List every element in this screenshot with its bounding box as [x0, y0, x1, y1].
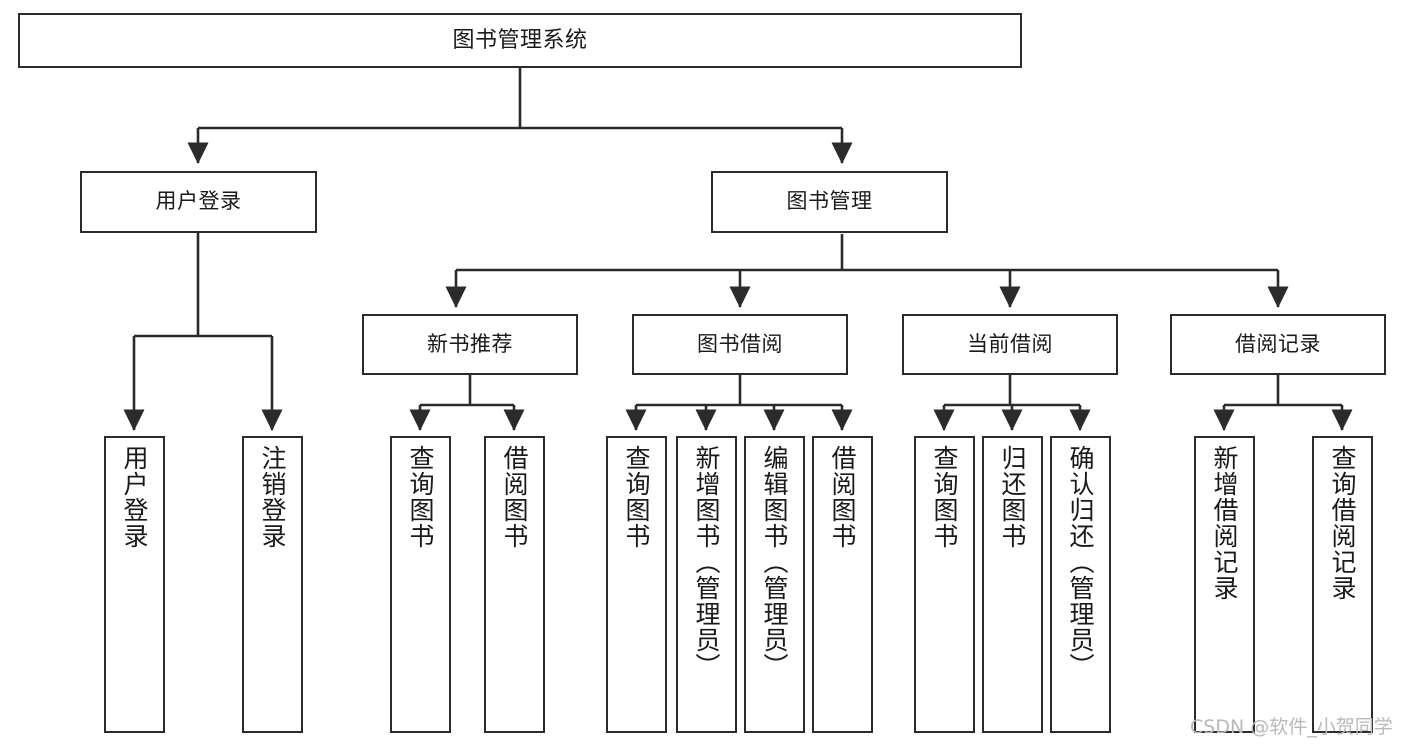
watermark-text: CSDN @软件_小贺同学	[1190, 716, 1393, 738]
leaf-query-borrow-record[interactable]: 查询借阅记录	[1312, 436, 1373, 733]
node-new-book-recommend[interactable]: 新书推荐	[362, 314, 578, 375]
node-label: 注销登录	[258, 445, 287, 549]
node-label: 编辑图书（管理员）	[760, 445, 789, 679]
leaf-borrow-book[interactable]: 借阅图书	[812, 436, 873, 733]
node-label: 查询图书	[622, 445, 651, 549]
leaf-user-login[interactable]: 用户登录	[104, 436, 165, 733]
leaf-return-book[interactable]: 归还图书	[982, 436, 1043, 733]
node-label: 归还图书	[998, 445, 1027, 549]
leaf-add-book-admin[interactable]: 新增图书（管理员）	[676, 436, 737, 733]
node-user-login[interactable]: 用户登录	[80, 171, 317, 233]
node-label: 新书推荐	[427, 331, 513, 356]
leaf-edit-book-admin[interactable]: 编辑图书（管理员）	[744, 436, 805, 733]
node-label: 查询图书	[406, 445, 435, 549]
node-label: 用户登录	[155, 189, 242, 214]
node-label: 当前借阅	[967, 331, 1053, 356]
node-label: 借阅图书	[828, 445, 857, 549]
node-label: 确认归还（管理员）	[1066, 445, 1095, 679]
node-borrow-record[interactable]: 借阅记录	[1170, 314, 1386, 375]
leaf-query-book-current[interactable]: 查询图书	[914, 436, 975, 733]
node-book-borrow[interactable]: 图书借阅	[632, 314, 848, 375]
node-label: 图书管理	[786, 189, 873, 214]
node-label: 借阅图书	[500, 445, 529, 549]
node-root-book-management-system[interactable]: 图书管理系统	[18, 13, 1022, 68]
node-label: 图书借阅	[697, 331, 783, 356]
leaf-query-book-borrow[interactable]: 查询图书	[606, 436, 667, 733]
node-label: 查询图书	[930, 445, 959, 549]
leaf-confirm-return-admin[interactable]: 确认归还（管理员）	[1050, 436, 1111, 733]
leaf-borrow-book-recommend[interactable]: 借阅图书	[484, 436, 545, 733]
node-current-borrow[interactable]: 当前借阅	[902, 314, 1118, 375]
node-book-management[interactable]: 图书管理	[711, 171, 948, 233]
leaf-query-book-recommend[interactable]: 查询图书	[390, 436, 451, 733]
node-label: 查询借阅记录	[1328, 445, 1357, 601]
leaf-add-borrow-record[interactable]: 新增借阅记录	[1194, 436, 1255, 733]
node-label: 借阅记录	[1235, 331, 1321, 356]
node-label: 新增借阅记录	[1210, 445, 1239, 601]
node-label: 用户登录	[120, 445, 149, 549]
leaf-logout-login[interactable]: 注销登录	[242, 436, 303, 733]
node-label: 新增图书（管理员）	[692, 445, 721, 679]
node-label: 图书管理系统	[452, 27, 588, 53]
